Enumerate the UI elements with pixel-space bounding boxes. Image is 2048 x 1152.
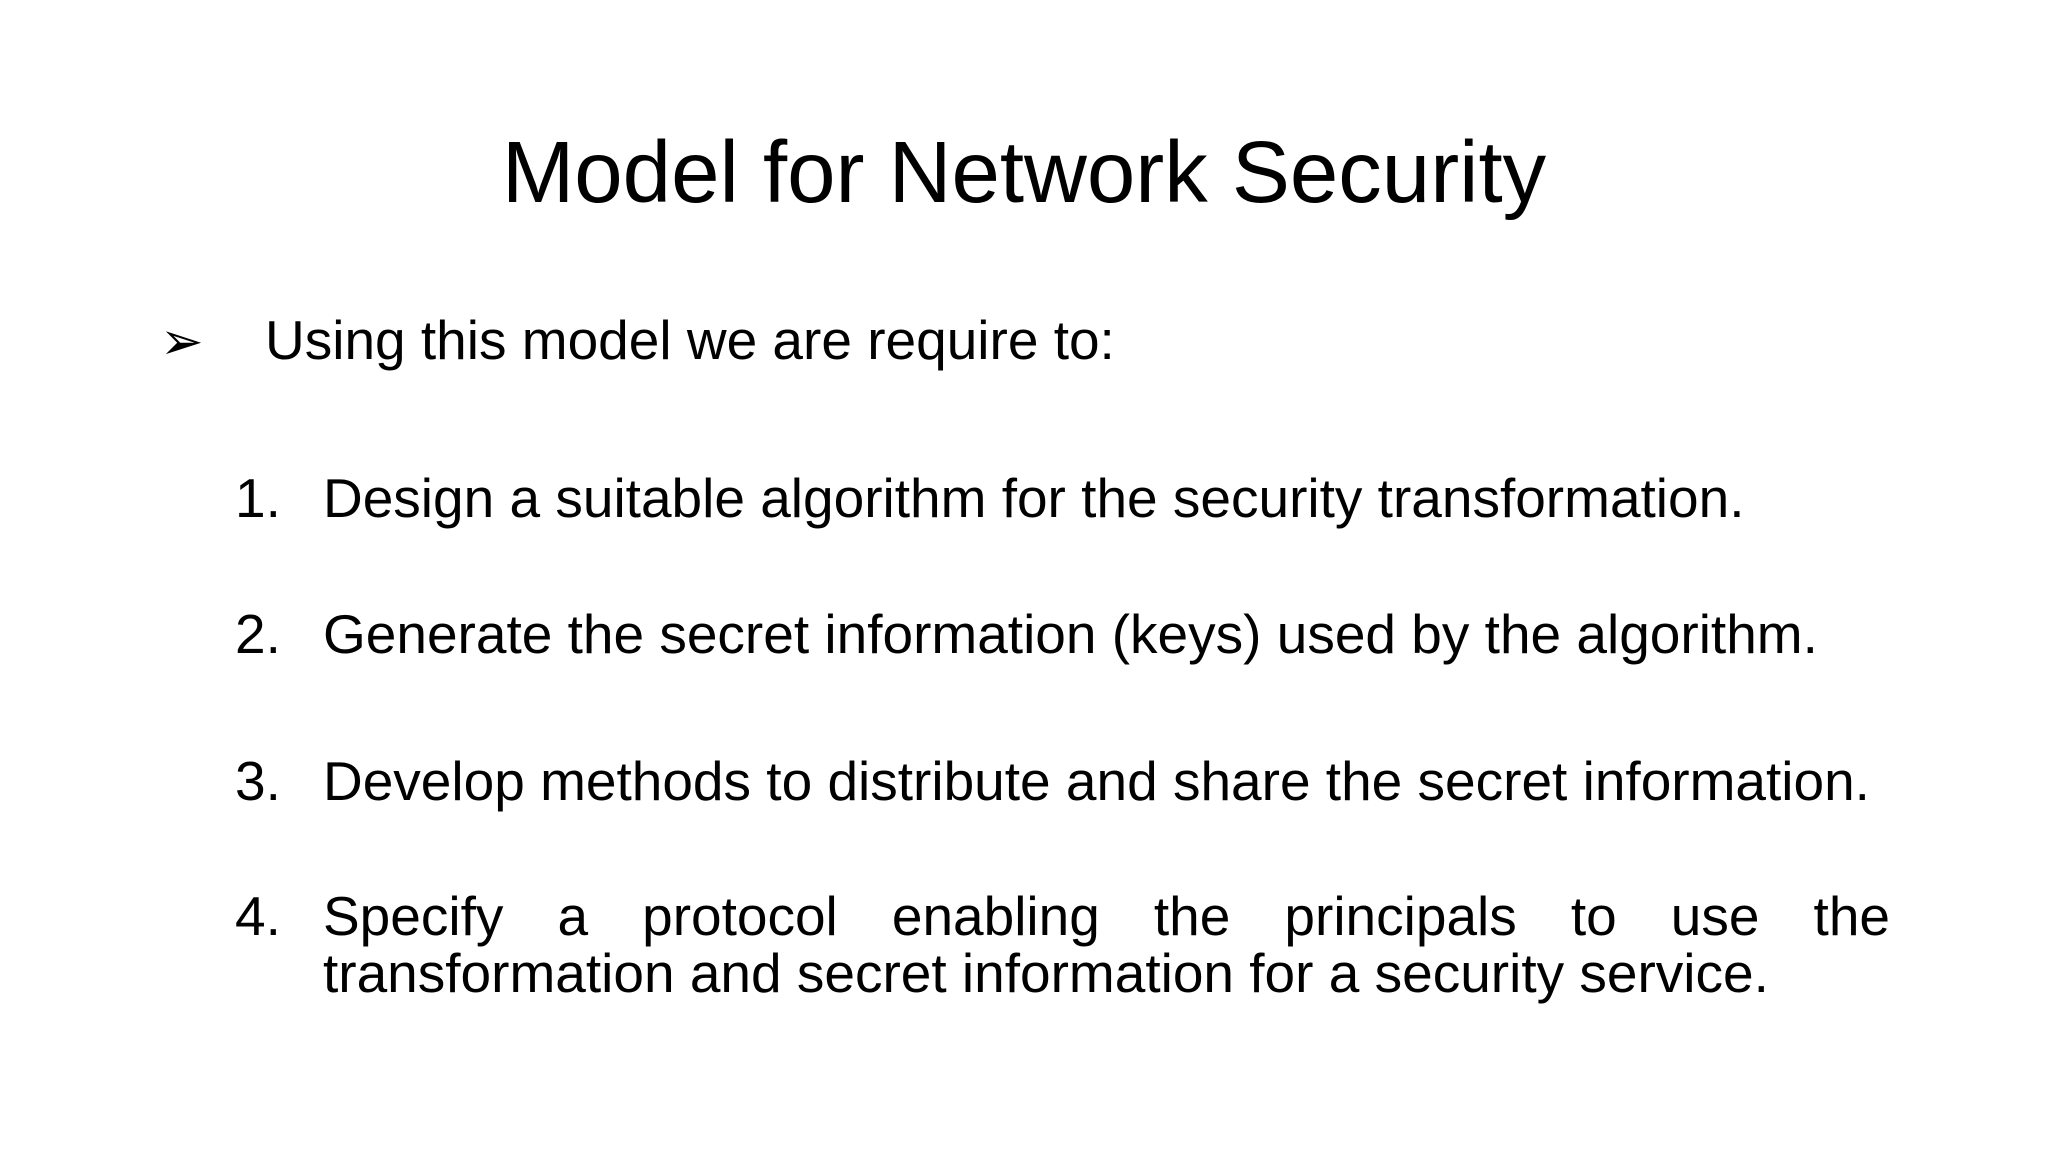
list-item-number: 1.: [235, 467, 281, 529]
numbered-list-item-2: 2. Generate the secret information (keys…: [235, 606, 1890, 663]
arrow-bullet-icon: ➢: [160, 312, 204, 372]
numbered-list-item-3: 3. Develop methods to distribute and sha…: [235, 753, 1890, 810]
list-item-text: Develop methods to distribute and share …: [323, 750, 1870, 812]
intro-bullet-item: ➢ Using this model we are require to:: [160, 312, 1115, 371]
list-item-number: 2.: [235, 603, 281, 665]
numbered-list-item-4: 4. Specify a protocol enabling the princ…: [235, 888, 1890, 1002]
intro-bullet-text: Using this model we are require to:: [265, 309, 1115, 371]
list-item-text: Specify a protocol enabling the principa…: [323, 888, 1890, 1002]
list-item-text-line-1: Specify a protocol enabling the principa…: [323, 885, 1890, 947]
list-item-number: 3.: [235, 750, 281, 812]
numbered-list-item-1: 1. Design a suitable algorithm for the s…: [235, 470, 1890, 527]
list-item-number: 4.: [235, 885, 281, 947]
slide-title: Model for Network Security: [501, 124, 1547, 221]
list-item-text: Generate the secret information (keys) u…: [323, 603, 1818, 665]
list-item-text-line-2: transformation and secret information fo…: [323, 942, 1769, 1004]
list-item-text: Design a suitable algorithm for the secu…: [323, 467, 1745, 529]
